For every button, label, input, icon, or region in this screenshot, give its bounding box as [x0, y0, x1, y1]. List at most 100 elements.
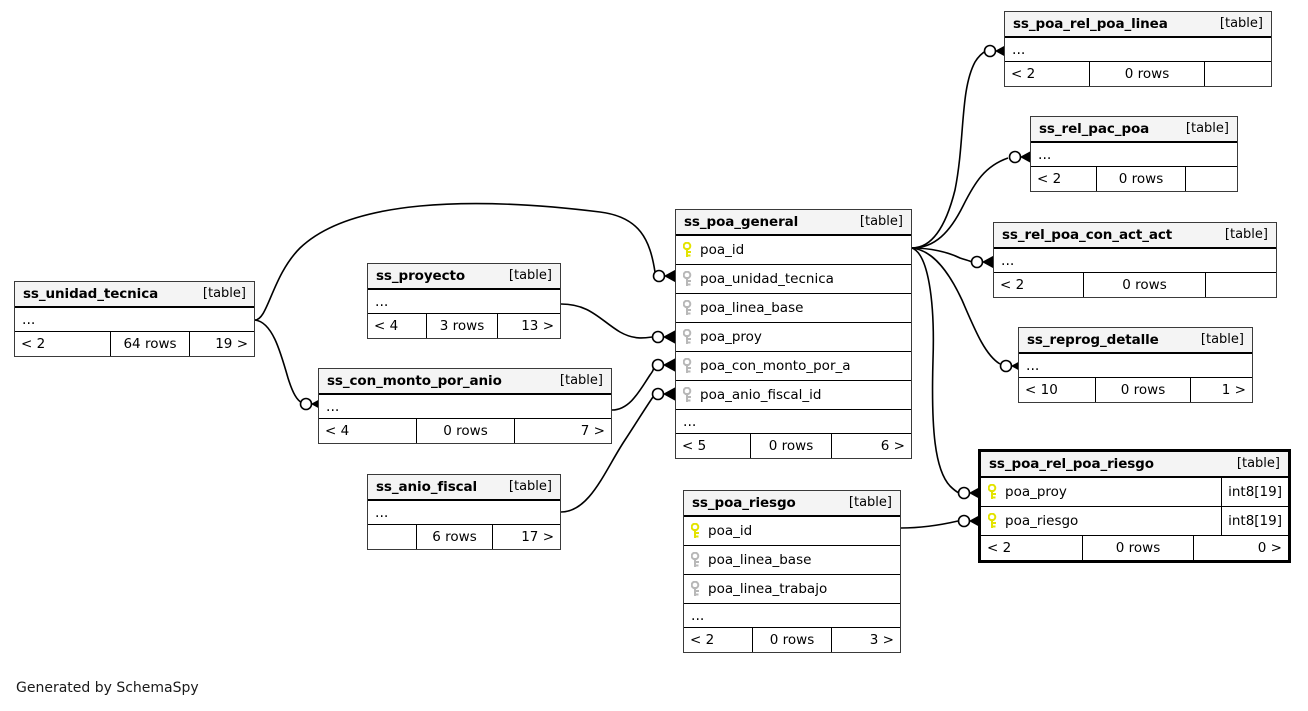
table-column-row[interactable]: poa_id: [676, 236, 911, 265]
table-column-row[interactable]: poa_anio_fiscal_id: [676, 381, 911, 410]
footer-row-count: 0 rows: [1089, 62, 1205, 86]
table-footer-ss_anio_fiscal: 6 rows 17 >: [368, 525, 560, 549]
foreign-key-icon: [683, 387, 692, 402]
column-name-cell: poa_id: [676, 242, 911, 258]
footer-row-count: 0 rows: [416, 419, 515, 443]
column-label: poa_con_monto_por_a: [700, 358, 851, 374]
table-box-ss_con_monto_por_anio[interactable]: ss_con_monto_por_anio [table]... < 4 0 rows…: [318, 368, 612, 444]
table-column-row[interactable]: poa_id: [684, 517, 900, 546]
table-title: ss_poa_rel_poa_riesgo: [989, 456, 1154, 472]
footer-row-count: 0 rows: [1096, 167, 1186, 191]
table-title: ss_con_monto_por_anio: [327, 373, 502, 389]
table-more-columns-ellipsis: ...: [994, 249, 1276, 273]
table-header-ss_proyecto: ss_proyecto [table]: [368, 264, 560, 290]
table-header-ss_rel_poa_con_act_act: ss_rel_poa_con_act_act [table]: [994, 223, 1276, 249]
column-datatype: int8[19]: [1221, 507, 1288, 535]
footer-row-count: 64 rows: [110, 332, 190, 356]
footer-child-count: [1186, 167, 1237, 191]
column-label: poa_proy: [700, 329, 762, 345]
table-type-tag: [table]: [848, 495, 892, 510]
table-type-tag: [table]: [508, 479, 552, 494]
table-header-ss_unidad_tecnica: ss_unidad_tecnica[table]: [15, 282, 254, 308]
edge-unidad-tecnica-to-con-monto: [254, 319, 324, 411]
foreign-key-icon: [683, 329, 692, 344]
table-column-row[interactable]: poa_proy: [676, 323, 911, 352]
footer-row-count: 0 rows: [752, 628, 832, 652]
table-box-ss_poa_riesgo[interactable]: ss_poa_riesgo[table] poa_id poa_linea_base…: [683, 490, 901, 653]
foreign-key-icon: [683, 271, 692, 286]
footer-child-count: 0 >: [1257, 540, 1282, 556]
edge-poa-riesgo-to-rel-poa-riesgo: [900, 514, 982, 529]
column-name-cell: poa_proy: [981, 484, 1221, 500]
table-more-columns-ellipsis: ...: [1019, 354, 1252, 378]
foreign-key-icon: [683, 358, 692, 373]
column-label: poa_linea_base: [708, 552, 812, 568]
column-label: poa_riesgo: [1005, 513, 1079, 529]
column-name-cell: poa_proy: [676, 329, 911, 345]
table-more-columns-ellipsis: ...: [319, 395, 611, 419]
footer-row-count: 3 rows: [426, 314, 498, 338]
generator-credit: Generated by SchemaSpy: [16, 680, 199, 696]
column-name-cell: poa_linea_trabajo: [684, 581, 900, 597]
column-name-cell: poa_con_monto_por_a: [676, 358, 911, 374]
column-name-cell: poa_linea_base: [676, 300, 911, 316]
table-box-ss_poa_general[interactable]: ss_poa_general[table] poa_id poa_unidad_te…: [675, 209, 912, 459]
edge-proyecto-to-poa-general: [560, 303, 676, 344]
table-column-row[interactable]: poa_linea_trabajo: [684, 575, 900, 604]
column-label: poa_linea_base: [700, 300, 804, 316]
footer-child-count: [1206, 273, 1276, 297]
primary-key-icon: [683, 242, 692, 257]
footer-parent-count: < 4: [325, 423, 350, 439]
table-more-columns-ellipsis: ...: [368, 501, 560, 525]
table-column-row[interactable]: poa_riesgo int8[19]: [981, 507, 1288, 536]
column-name-cell: poa_linea_base: [684, 552, 900, 568]
column-name-cell: poa_anio_fiscal_id: [676, 387, 911, 403]
footer-parent-count: < 2: [690, 632, 715, 648]
footer-child-count: 17 >: [521, 529, 554, 545]
footer-child-count: 13 >: [521, 318, 554, 334]
footer-child-count: 6 >: [880, 438, 905, 454]
table-column-row[interactable]: poa_unidad_tecnica: [676, 265, 911, 294]
column-label: poa_anio_fiscal_id: [700, 387, 822, 403]
footer-parent-count: [368, 525, 416, 549]
table-type-tag: [table]: [1224, 227, 1268, 242]
table-header-ss_rel_pac_poa: ss_rel_pac_poa[table]: [1031, 117, 1237, 143]
table-type-tag: [table]: [508, 268, 552, 283]
edge-poa-general-to-rel-poa-riesgo-proy: [911, 247, 982, 500]
table-title: ss_poa_general: [684, 214, 799, 230]
table-header-ss_poa_general: ss_poa_general[table]: [676, 210, 911, 236]
table-header-ss_poa_riesgo: ss_poa_riesgo[table]: [684, 491, 900, 517]
footer-row-count: 6 rows: [416, 525, 493, 549]
table-column-row[interactable]: poa_con_monto_por_a: [676, 352, 911, 381]
table-column-row[interactable]: poa_linea_base: [684, 546, 900, 575]
table-type-tag: [table]: [1236, 456, 1280, 471]
table-header-ss_poa_rel_poa_riesgo: ss_poa_rel_poa_riesgo [table]: [981, 452, 1288, 478]
table-title: ss_proyecto: [376, 268, 466, 284]
column-label: poa_id: [708, 523, 753, 539]
table-title: ss_rel_poa_con_act_act: [1002, 227, 1173, 243]
table-column-row[interactable]: poa_linea_base: [676, 294, 911, 323]
column-name-cell: poa_unidad_tecnica: [676, 271, 911, 287]
column-label: poa_unidad_tecnica: [700, 271, 834, 287]
table-more-columns-ellipsis: ...: [676, 410, 911, 434]
column-label: poa_proy: [1005, 484, 1067, 500]
footer-parent-count: < 2: [1011, 66, 1036, 82]
table-type-tag: [table]: [1200, 332, 1244, 347]
table-type-tag: [table]: [559, 373, 603, 388]
footer-parent-count: < 10: [1025, 382, 1058, 398]
